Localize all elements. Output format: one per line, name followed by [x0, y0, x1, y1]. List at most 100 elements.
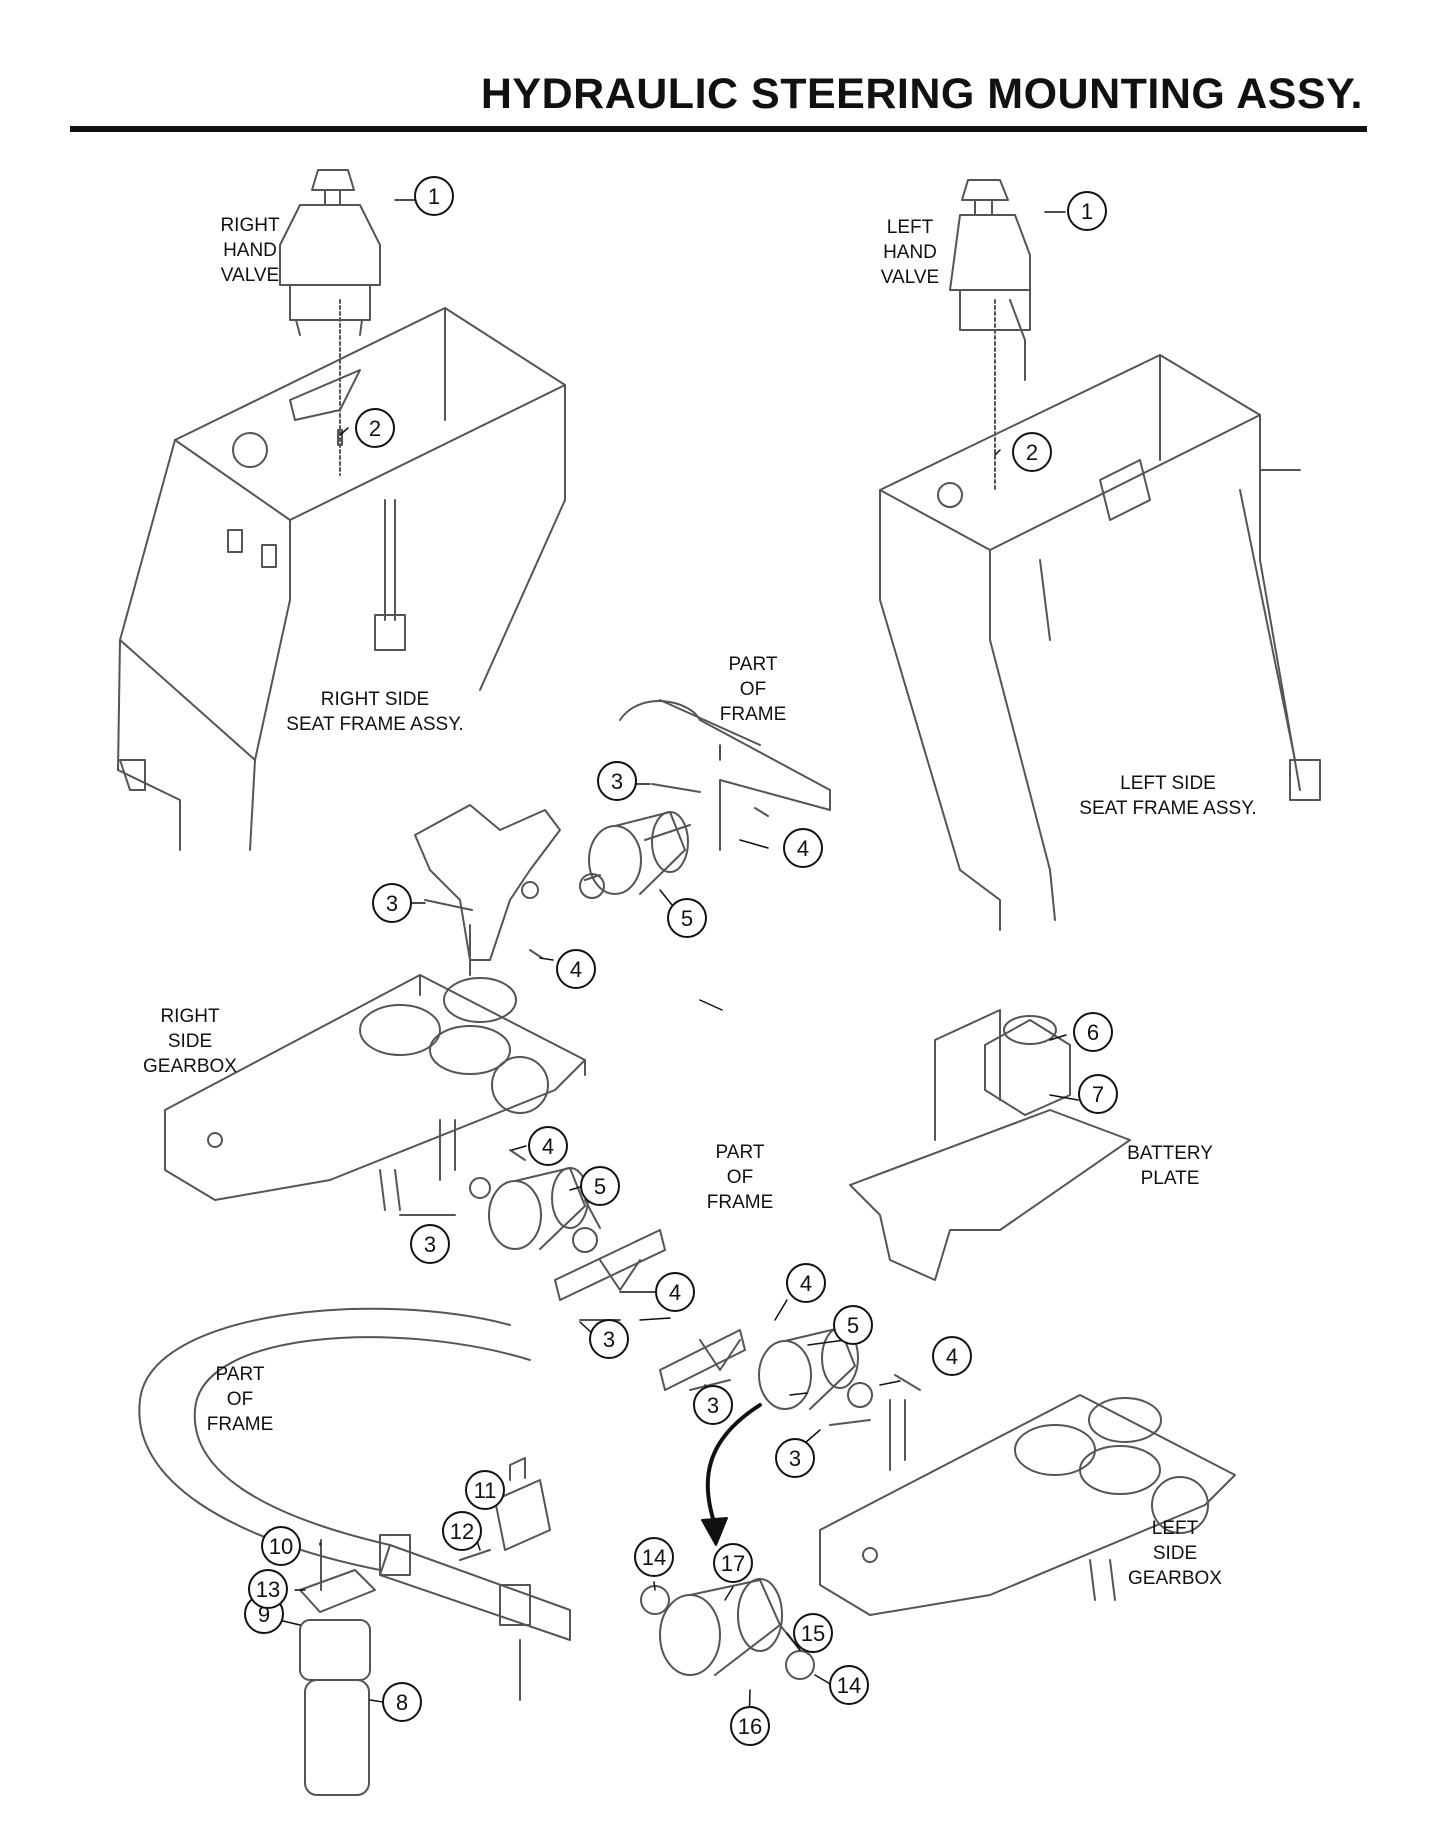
callout-number: 4	[797, 836, 809, 861]
callout-number: 5	[594, 1174, 606, 1199]
callout-c4a: 4	[783, 828, 823, 868]
right-gearbox	[164, 974, 586, 1211]
callout-circle	[634, 1537, 674, 1577]
filter-assembly	[299, 1539, 376, 1796]
callout-circle	[833, 1305, 873, 1345]
bolt-tube-3b	[689, 1379, 731, 1391]
detail-arrow	[705, 1403, 762, 1527]
callout-c1a: 1	[414, 176, 454, 216]
callout-number: 5	[681, 906, 693, 931]
right-hand-valve	[279, 169, 381, 476]
nut-mid-4	[509, 1149, 526, 1161]
callout-number: 8	[396, 1690, 408, 1715]
callout-circle	[261, 1526, 301, 1566]
callout-circle	[693, 1385, 733, 1425]
callout-number: 2	[1026, 440, 1038, 465]
callout-c6: 6	[1073, 1012, 1113, 1052]
upper-frame-rail	[619, 699, 831, 851]
callout-c1b: 1	[1067, 191, 1107, 231]
callout-number: 14	[642, 1545, 666, 1570]
callout-number: 17	[721, 1551, 745, 1576]
callout-c16: 16	[730, 1706, 770, 1746]
callout-c4e: 4	[786, 1263, 826, 1303]
callout-c3c: 3	[410, 1224, 450, 1264]
callout-number: 10	[269, 1534, 293, 1559]
callout-number: 5	[847, 1313, 859, 1338]
nut-gearbox-4	[894, 1374, 921, 1391]
callout-c4d: 4	[655, 1272, 695, 1312]
callout-c2b: 2	[1012, 432, 1052, 472]
callout-circle	[829, 1665, 869, 1705]
callout-number: 1	[428, 184, 440, 209]
callout-c3f: 3	[775, 1438, 815, 1478]
callout-circle	[793, 1613, 833, 1653]
callout-c2a: 2	[355, 408, 395, 448]
callout-c3a: 3	[597, 761, 637, 801]
callout-circle	[382, 1682, 422, 1722]
left-hand-valve	[949, 179, 1031, 491]
callout-number: 3	[611, 769, 623, 794]
callout-c13: 13	[248, 1569, 288, 1609]
callout-number: 3	[386, 891, 398, 916]
callout-circle	[442, 1511, 482, 1551]
callout-number: 7	[1092, 1082, 1104, 1107]
callout-circle	[786, 1263, 826, 1303]
callout-circle	[414, 176, 454, 216]
left-seat-frame	[879, 354, 1321, 931]
callout-number: 3	[707, 1393, 719, 1418]
bolt-gearbox-3	[829, 1419, 871, 1426]
callout-circle	[1073, 1012, 1113, 1052]
callout-circle	[730, 1706, 770, 1746]
callout-number: 2	[369, 416, 381, 441]
callout-number: 4	[542, 1134, 554, 1159]
callout-number: 4	[800, 1271, 812, 1296]
callout-circle	[580, 1166, 620, 1206]
callout-c5b: 5	[580, 1166, 620, 1206]
callout-c17: 17	[713, 1543, 753, 1583]
callout-circle	[1067, 191, 1107, 231]
callout-number: 11	[474, 1478, 497, 1503]
callout-circle	[1078, 1074, 1118, 1114]
detail-arrowhead	[701, 1517, 728, 1546]
upper-cylinder	[579, 811, 691, 899]
callout-circle	[1012, 432, 1052, 472]
callout-number: 6	[1087, 1020, 1099, 1045]
bolt-upper-3b	[424, 899, 473, 911]
callout-number: 4	[570, 957, 582, 982]
callout-circle	[355, 408, 395, 448]
callout-c7: 7	[1078, 1074, 1118, 1114]
callout-circle	[465, 1470, 505, 1510]
frame-loop	[138, 1307, 571, 1701]
bolt-upper-3a	[651, 783, 701, 793]
callout-c15: 15	[793, 1613, 833, 1653]
callout-circle	[713, 1543, 753, 1583]
page-title: HYDRAULIC STEERING MOUNTING ASSY.	[480, 70, 1363, 118]
title-rule	[70, 126, 1367, 132]
callout-c3e: 3	[693, 1385, 733, 1425]
right-seat-frame	[117, 307, 566, 851]
left-gearbox	[819, 1394, 1236, 1616]
callout-number: 4	[946, 1344, 958, 1369]
callout-c4c: 4	[528, 1126, 568, 1166]
callout-c8: 8	[382, 1682, 422, 1722]
reservoir	[984, 1015, 1071, 1116]
callout-number: 16	[738, 1714, 762, 1739]
callout-number: 3	[603, 1327, 615, 1352]
callout-circle	[597, 761, 637, 801]
nut-upper-4b	[529, 949, 543, 959]
callout-number: 3	[789, 1446, 801, 1471]
callout-number: 14	[837, 1673, 861, 1698]
callout-circle	[667, 898, 707, 938]
callout-number: 3	[424, 1232, 436, 1257]
callout-c5c: 5	[833, 1305, 873, 1345]
callout-c4f: 4	[932, 1336, 972, 1376]
callout-c12: 12	[442, 1511, 482, 1551]
relief-valve	[459, 1457, 551, 1561]
